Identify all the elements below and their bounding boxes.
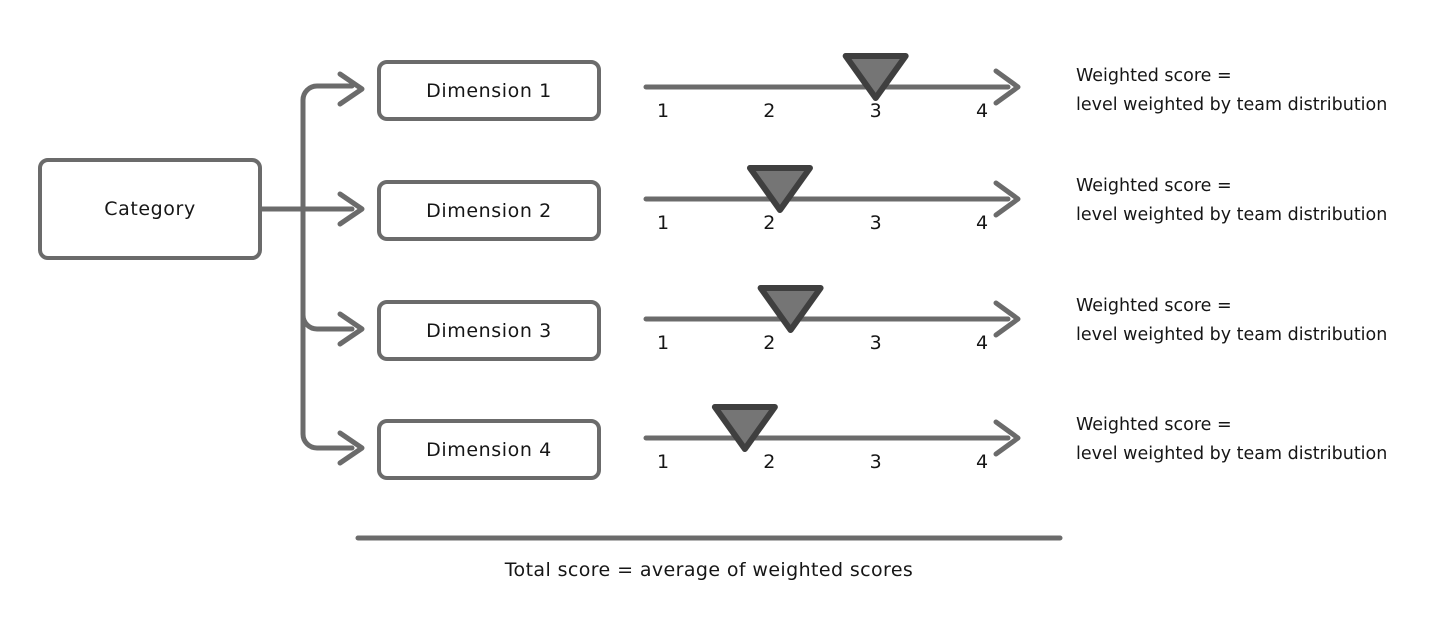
scale-tick-label: 1 xyxy=(656,212,670,234)
annotation-line-1: Weighted score = xyxy=(1076,296,1232,316)
dimension-node-label: Dimension 4 xyxy=(426,438,552,461)
scale-tick-label: 4 xyxy=(975,100,989,122)
connector-group xyxy=(259,71,365,466)
arrowhead-branch-2 xyxy=(337,191,365,227)
weighted-score-annotation-1: Weighted score = level weighted by team … xyxy=(1076,62,1387,120)
dimension-node-4[interactable]: Dimension 4 xyxy=(377,419,601,480)
marker-triangle-dimension-3 xyxy=(757,285,824,333)
arrowhead-branch-3 xyxy=(337,311,365,347)
weighted-score-annotation-4: Weighted score = level weighted by team … xyxy=(1076,411,1387,469)
scale-tick-label: 4 xyxy=(975,451,989,473)
dimension-node-1[interactable]: Dimension 1 xyxy=(377,60,601,121)
annotation-line-1: Weighted score = xyxy=(1076,176,1232,196)
scale-tick-label: 2 xyxy=(763,212,776,234)
connector-branch-1 xyxy=(300,83,355,212)
scale-tick-label: 3 xyxy=(869,212,882,234)
dimension-node-label: Dimension 1 xyxy=(426,79,552,102)
annotation-line-1: Weighted score = xyxy=(1076,415,1232,435)
scale-tick-label: 3 xyxy=(869,332,882,354)
connector-branch-3 xyxy=(300,206,355,332)
annotation-line-2: level weighted by team distribution xyxy=(1076,325,1388,345)
category-node-label: Category xyxy=(104,198,196,220)
marker-triangle-dimension-4 xyxy=(711,404,778,452)
marker-triangle-dimension-2 xyxy=(746,165,813,213)
weighted-score-annotation-3: Weighted score = level weighted by team … xyxy=(1076,292,1387,350)
arrowhead-branch-1 xyxy=(337,71,365,107)
annotation-line-2: level weighted by team distribution xyxy=(1076,95,1388,115)
dimension-node-label: Dimension 3 xyxy=(426,319,552,342)
dimension-node-2[interactable]: Dimension 2 xyxy=(377,180,601,241)
total-score-caption-text: Total score = average of weighted scores xyxy=(504,559,914,581)
scale-arrowhead-3 xyxy=(993,300,1021,338)
scale-arrowhead-1 xyxy=(993,68,1021,106)
scale-tick-label: 2 xyxy=(763,451,776,473)
connector-branch-4 xyxy=(300,206,355,451)
scale-tick-label: 2 xyxy=(763,332,776,354)
category-node[interactable]: Category xyxy=(38,158,262,260)
markers-group xyxy=(711,53,909,452)
weighted-score-annotation-2: Weighted score = level weighted by team … xyxy=(1076,172,1387,230)
scale-tick-label: 3 xyxy=(869,100,882,122)
marker-triangle-dimension-1 xyxy=(842,53,909,101)
annotation-line-2: level weighted by team distribution xyxy=(1076,205,1388,225)
scale-tick-label: 1 xyxy=(656,451,670,473)
scale-tick-label: 2 xyxy=(763,100,776,122)
scale-tick-label: 4 xyxy=(975,332,989,354)
total-score-caption: Total score = average of weighted scores xyxy=(0,559,1456,581)
arrowhead-branch-4 xyxy=(337,430,365,466)
scale-tick-label: 1 xyxy=(656,332,670,354)
annotation-line-1: Weighted score = xyxy=(1076,66,1232,86)
scale-tick-label: 4 xyxy=(975,212,989,234)
dimension-node-label: Dimension 2 xyxy=(426,199,552,222)
dimension-node-3[interactable]: Dimension 3 xyxy=(377,300,601,361)
annotation-line-2: level weighted by team distribution xyxy=(1076,444,1388,464)
scale-tick-label: 3 xyxy=(869,451,882,473)
scale-arrowhead-2 xyxy=(993,180,1021,218)
scale-tick-label: 1 xyxy=(656,100,670,122)
scales-group xyxy=(643,68,1021,457)
scale-arrowhead-4 xyxy=(993,419,1021,457)
